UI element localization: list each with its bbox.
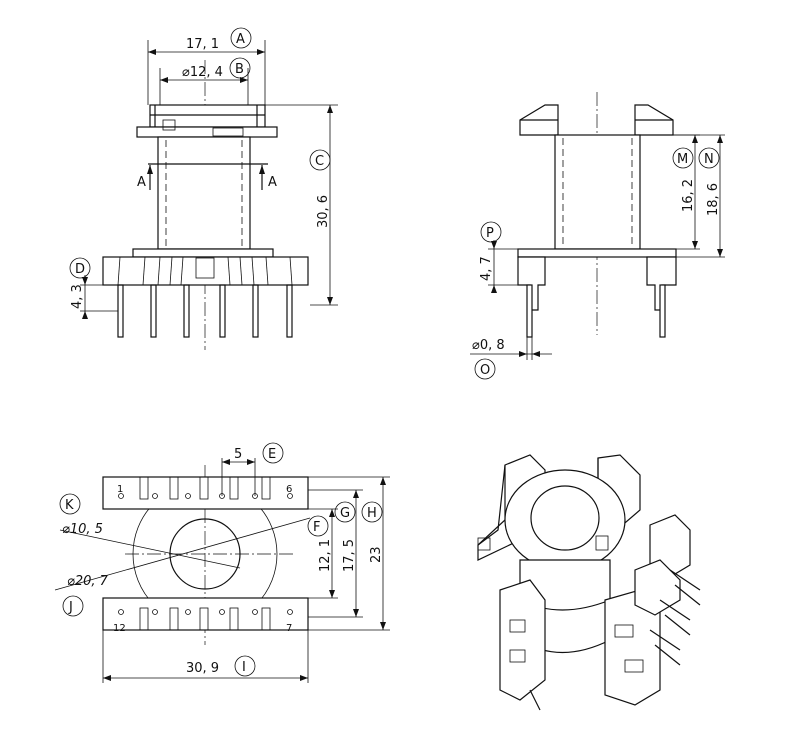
label-g: G — [340, 506, 350, 521]
dim-m-value: 16, 2 — [681, 179, 696, 212]
dim-n-value: 18, 6 — [706, 183, 721, 216]
pin-label-6: 6 — [286, 484, 292, 495]
dim-g-value: 17, 5 — [342, 539, 357, 572]
dim-p-value: 4, 7 — [479, 256, 494, 281]
dim-h-value: 23 — [369, 546, 384, 563]
side-view: 16, 2 M 18, 6 N 4, 7 P ⌀0, 8 O — [470, 92, 725, 380]
dim-f-value: 12, 1 — [318, 539, 333, 572]
label-m: M — [677, 152, 688, 167]
label-p: P — [486, 226, 494, 241]
dim-j-value: ⌀20, 7 — [67, 574, 109, 589]
label-i: I — [242, 660, 246, 675]
label-e: E — [268, 447, 276, 462]
label-h: H — [367, 506, 377, 521]
label-n: N — [704, 152, 714, 167]
label-k: K — [65, 498, 74, 513]
dim-b-value: ⌀12, 4 — [182, 65, 223, 80]
label-a: A — [236, 32, 245, 47]
dim-a-value: 17, 1 — [186, 37, 219, 52]
dim-i-value: 30, 9 — [186, 661, 219, 676]
dim-e-value: 5 — [234, 447, 242, 462]
label-f: F — [313, 520, 320, 535]
label-o: O — [480, 363, 490, 378]
dim-c-value: 30, 6 — [316, 195, 331, 228]
dim-d-value: 4, 3 — [70, 284, 85, 309]
label-j: J — [68, 600, 73, 615]
bottom-view: 1 6 12 7 ⌀10, 5 ⌀20, 7 K J — [54, 442, 390, 683]
section-label-right: A — [268, 175, 277, 190]
label-d: D — [75, 262, 85, 277]
isometric-view — [477, 454, 701, 711]
section-label-left: A — [137, 175, 146, 190]
pin-label-7: 7 — [286, 623, 292, 634]
dim-o-value: ⌀0, 8 — [472, 338, 505, 353]
pin-label-1: 1 — [117, 484, 123, 495]
front-view: A A — [69, 27, 338, 350]
label-c: C — [315, 154, 324, 169]
dim-k-value: ⌀10, 5 — [62, 522, 103, 537]
label-b: B — [235, 62, 244, 77]
pin-label-12: 12 — [113, 623, 126, 634]
